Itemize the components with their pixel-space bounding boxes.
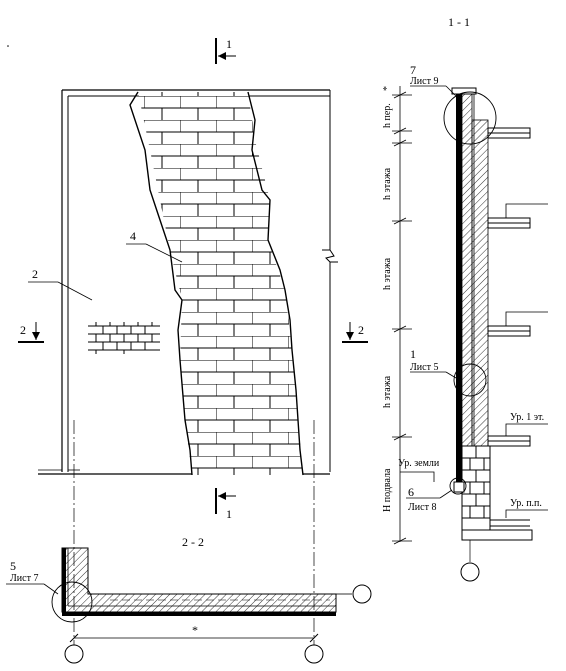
section-2-2-title: 2 - 2 (182, 535, 204, 549)
dim-h-floor-2: h этажа (382, 257, 393, 290)
section-cut-2-left: 2 (18, 322, 44, 343)
callout-circle-5 (51, 581, 93, 623)
axis-marker-section-1-1 (460, 562, 480, 582)
label-2: 2 (32, 267, 38, 281)
dim-h-floor-3: h этажа (382, 375, 393, 408)
dim-h-floor-1: h этажа (382, 167, 393, 200)
section-cut-1-top: 1 (215, 37, 236, 64)
level-basement-floor: Ур. п.п. (510, 498, 542, 509)
axis-marker-right-bottom (304, 644, 324, 664)
callout-6-number: 6 (408, 485, 414, 499)
section-cut-2-right: 2 (342, 322, 368, 343)
callout-5-sheet: Лист 7 (10, 573, 38, 584)
callout-circle-1 (453, 363, 487, 397)
dim-h-per: h пер. (382, 103, 393, 128)
callout-1-sheet: Лист 5 (410, 362, 438, 373)
dimension-chain (392, 86, 412, 545)
level-ground: Ур. земли (398, 458, 440, 469)
cut-1-top-label: 1 (226, 37, 232, 51)
cut-2-right-label: 2 (358, 323, 364, 337)
basement-foundation (453, 445, 533, 541)
leader-label-2: 2 (28, 267, 93, 301)
callout-circle-7 (443, 91, 497, 145)
section-1-1-title: 1 - 1 (448, 15, 470, 29)
callout-5-number: 5 (10, 559, 16, 573)
dim-h-basement: Н подвала (382, 468, 393, 512)
brick-sample-hatch (88, 322, 160, 354)
cut-2-left-label: 2 (20, 323, 26, 337)
floor-slabs (487, 127, 531, 447)
section-2-2-view: 2 - 2 * 5 Лист 7 (6, 535, 372, 664)
callout-7-number: 7 (410, 63, 416, 77)
brick-masonry-exposed (129, 91, 304, 476)
callout-1-number: 1 (410, 347, 416, 361)
label-4: 4 (130, 229, 136, 243)
section-1-1-view: 1 - 1 Ур. 1 эт. Ур. земли Ур. (382, 15, 548, 582)
cut-1-bottom-label: 1 (226, 507, 232, 521)
leader-label-4: 4 (126, 229, 183, 263)
callout-6-sheet: Лист 8 (408, 502, 436, 513)
callout-7-sheet: Лист 9 (410, 76, 438, 87)
level-first-floor: Ур. 1 эт. (510, 412, 544, 423)
axis-marker-left (64, 644, 84, 664)
section-cut-1-bottom: 1 (215, 488, 236, 521)
dim-mark-2-2: * (192, 623, 198, 637)
axis-marker-right (352, 584, 372, 604)
dim-h-per-mark: * (382, 86, 393, 91)
callout-circle-6 (449, 477, 467, 495)
